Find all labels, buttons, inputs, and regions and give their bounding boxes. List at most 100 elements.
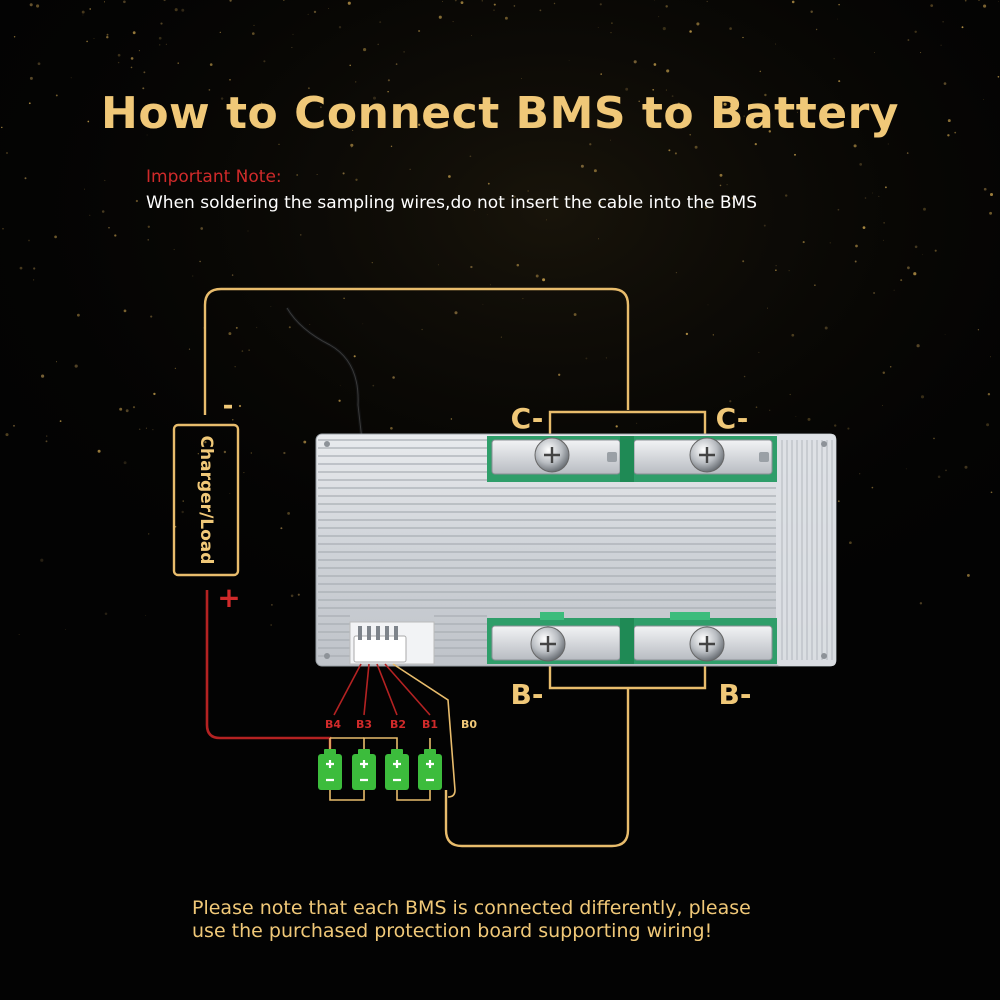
dust-particle [838,80,841,83]
dust-particle [150,315,153,318]
connector-pins [358,626,398,640]
dust-particle [838,3,840,6]
dust-particle [759,70,762,73]
dust-particle [907,266,910,270]
dust-particle [919,602,923,605]
sampling-wire-b1 [384,663,431,716]
dust-particle [668,149,671,152]
screw-cross-icon [540,636,556,652]
wire-charger-positive [205,590,332,752]
dust-particle [29,3,33,7]
dust-particle [104,612,108,616]
dust-particle [807,417,811,421]
wire-c-bridge [548,410,707,440]
mount-hole-tl [324,441,330,447]
dust-particle [339,385,341,386]
dust-particle [132,31,136,35]
dust-particle [123,0,126,4]
dust-particle [940,44,942,46]
dust-particle [983,4,987,8]
dust-particle [542,278,546,282]
b-minus-left-label: B- [511,678,544,711]
dust-particle [372,96,377,100]
dust-particle [253,24,255,26]
temperature-sensor-wire-highlight [286,307,363,441]
dust-particle [487,182,490,185]
dust-particle [921,254,923,256]
dust-particle [379,21,382,24]
dust-particle [689,134,691,136]
dust-particle [250,452,252,454]
dust-particle [689,30,692,33]
dust-particle [539,9,542,12]
dust-particle [81,10,85,14]
dust-particle [282,0,285,1]
dust-particle [349,64,351,67]
dust-particle [33,279,35,281]
dust-particle [794,153,796,156]
dust-particle [990,356,991,358]
dust-particle [723,102,727,106]
dust-particle [611,22,613,24]
dust-particle [764,93,767,97]
dust-particle [754,142,757,146]
dust-particle [767,307,768,309]
dust-particle [18,634,20,636]
dust-particle [309,324,311,325]
dust-particle [834,424,837,427]
connector-pin [358,626,362,640]
dust-particle [13,424,15,427]
dust-particle [775,269,777,271]
heatsink-end-cap [776,434,836,666]
dust-particle [824,326,828,330]
dust-particle [966,573,970,577]
dust-particle [454,0,457,2]
cell-bottom-links [329,790,431,801]
dust-particle [789,393,791,396]
dust-particle [599,3,602,6]
dust-particle [795,416,797,417]
dust-particle [292,33,294,35]
dust-particle [712,334,714,336]
dust-particle [742,421,744,423]
dust-particle [411,124,414,127]
terminal-post [607,452,617,462]
dust-particle [41,374,45,378]
dust-particle [638,100,640,103]
dust-particle [743,115,745,117]
dust-particle [742,36,744,39]
c-minus-right-label: C- [716,402,749,435]
dust-particle [297,593,300,596]
dust-particle [395,63,398,65]
sampling-wire-b4 [333,663,362,716]
positive-sign: + [217,581,240,614]
sampling-wire-b2 [376,663,398,716]
dust-particle [5,151,9,155]
dust-particle [418,29,421,33]
dust-particle [247,230,249,232]
dust-particle [142,87,145,90]
wire-charger-negative [203,287,630,415]
dust-particle [513,5,516,7]
dust-particle [208,89,211,91]
dust-particle [758,351,760,353]
dust-particle [251,32,255,35]
dust-particle [482,303,484,305]
dust-particle [916,344,920,348]
dust-particle [674,152,677,155]
screw-cross-icon [699,636,715,652]
dust-particle [568,60,570,61]
dust-particle [481,0,483,2]
dust-particle [55,94,58,97]
dust-particle [665,89,667,91]
important-note-heading: Important Note: [146,167,282,187]
dust-particle [553,2,556,5]
dust-particle [192,275,194,277]
dust-particle [355,81,357,83]
dust-particle [135,199,139,203]
dust-particle [59,420,62,422]
dust-particle [854,260,857,263]
dust-particle [173,248,175,251]
dust-particle [964,465,968,469]
dust-particle [729,400,732,403]
